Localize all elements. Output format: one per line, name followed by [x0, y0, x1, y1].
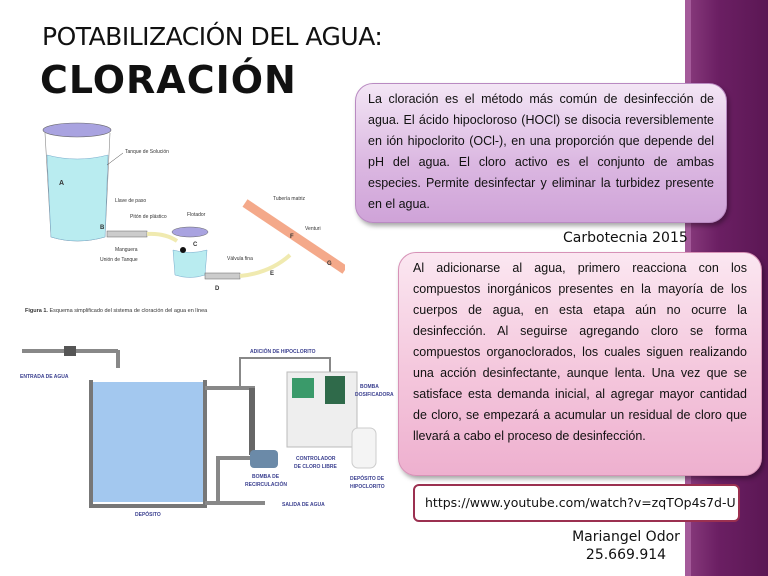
label-tank: Tanque de Solución — [125, 149, 169, 155]
author-block: Mariangel Odor 25.669.914 — [560, 528, 692, 564]
label-adicion: ADICIÓN DE HIPOCLORITO — [250, 347, 316, 355]
label-tuberia: Tubería matriz — [273, 196, 306, 202]
label-deposito-hipoclorito-1: DEPÓSITO DE — [350, 474, 385, 482]
label-recirculacion-2: RECIRCULACIÓN — [245, 480, 287, 488]
label-piton: Pitón de plástico — [130, 214, 167, 220]
label-entrada: ENTRADA DE AGUA — [20, 374, 69, 380]
figure-2-recirculation-diagram: ENTRADA DE AGUA DEPÓSITO ADICIÓN DE HIPO… — [20, 346, 394, 518]
label-controlador-2: DE CLORO LIBRE — [294, 464, 337, 470]
author-id: 25.669.914 — [585, 547, 667, 563]
label-c: C — [193, 242, 198, 248]
label-f: F — [290, 234, 294, 240]
label-controlador-1: CONTROLADOR — [296, 456, 336, 462]
figure-1-chlorination-diagram: A Tanque de Solución B Llave de paso Pit… — [25, 122, 345, 314]
label-salida: SALIDA DE AGUA — [282, 502, 325, 508]
label-bomba-dosificadora-1: BOMBA — [360, 384, 379, 390]
label-a: A — [59, 180, 64, 187]
label-venturi: Venturi — [305, 226, 321, 232]
label-flotador: Flotador — [187, 212, 206, 218]
slide-subtitle: CLORACIÓN — [40, 58, 297, 102]
label-union: Unión de Tanque — [100, 257, 138, 263]
label-e: E — [270, 271, 274, 277]
label-d: D — [215, 286, 220, 292]
source-citation: Carbotecnia 2015 — [563, 230, 688, 246]
svg-text:Figura 1. Esquema simplificado: Figura 1. Esquema simplificado del siste… — [25, 308, 208, 314]
label-valvula: Válvula fina — [227, 256, 253, 262]
label-b: B — [100, 225, 105, 231]
video-link[interactable]: https://www.youtube.com/watch?v=zqTOp4s7… — [413, 484, 740, 522]
label-deposito: DEPÓSITO — [135, 510, 161, 518]
chlorination-process-box: Al adicionarse al agua, primero reaccion… — [398, 252, 762, 476]
label-g: G — [327, 261, 332, 267]
label-llave: Llave de paso — [115, 198, 146, 204]
author-name: Mariangel Odor — [572, 529, 680, 545]
figure-caption: Esquema simplificado del sistema de clor… — [48, 308, 208, 314]
label-recirculacion-1: BOMBA DE — [252, 474, 280, 480]
chlorination-definition-box: La cloración es el método más común de d… — [355, 83, 727, 223]
label-manguera: Manguera — [115, 247, 138, 253]
caption-label: Figura 1. — [25, 308, 48, 314]
slide-title: POTABILIZACIÓN DEL AGUA: — [42, 22, 383, 51]
label-bomba-dosificadora-2: DOSIFICADORA — [355, 392, 394, 398]
label-deposito-hipoclorito-2: HIPOCLORITO — [350, 484, 385, 490]
